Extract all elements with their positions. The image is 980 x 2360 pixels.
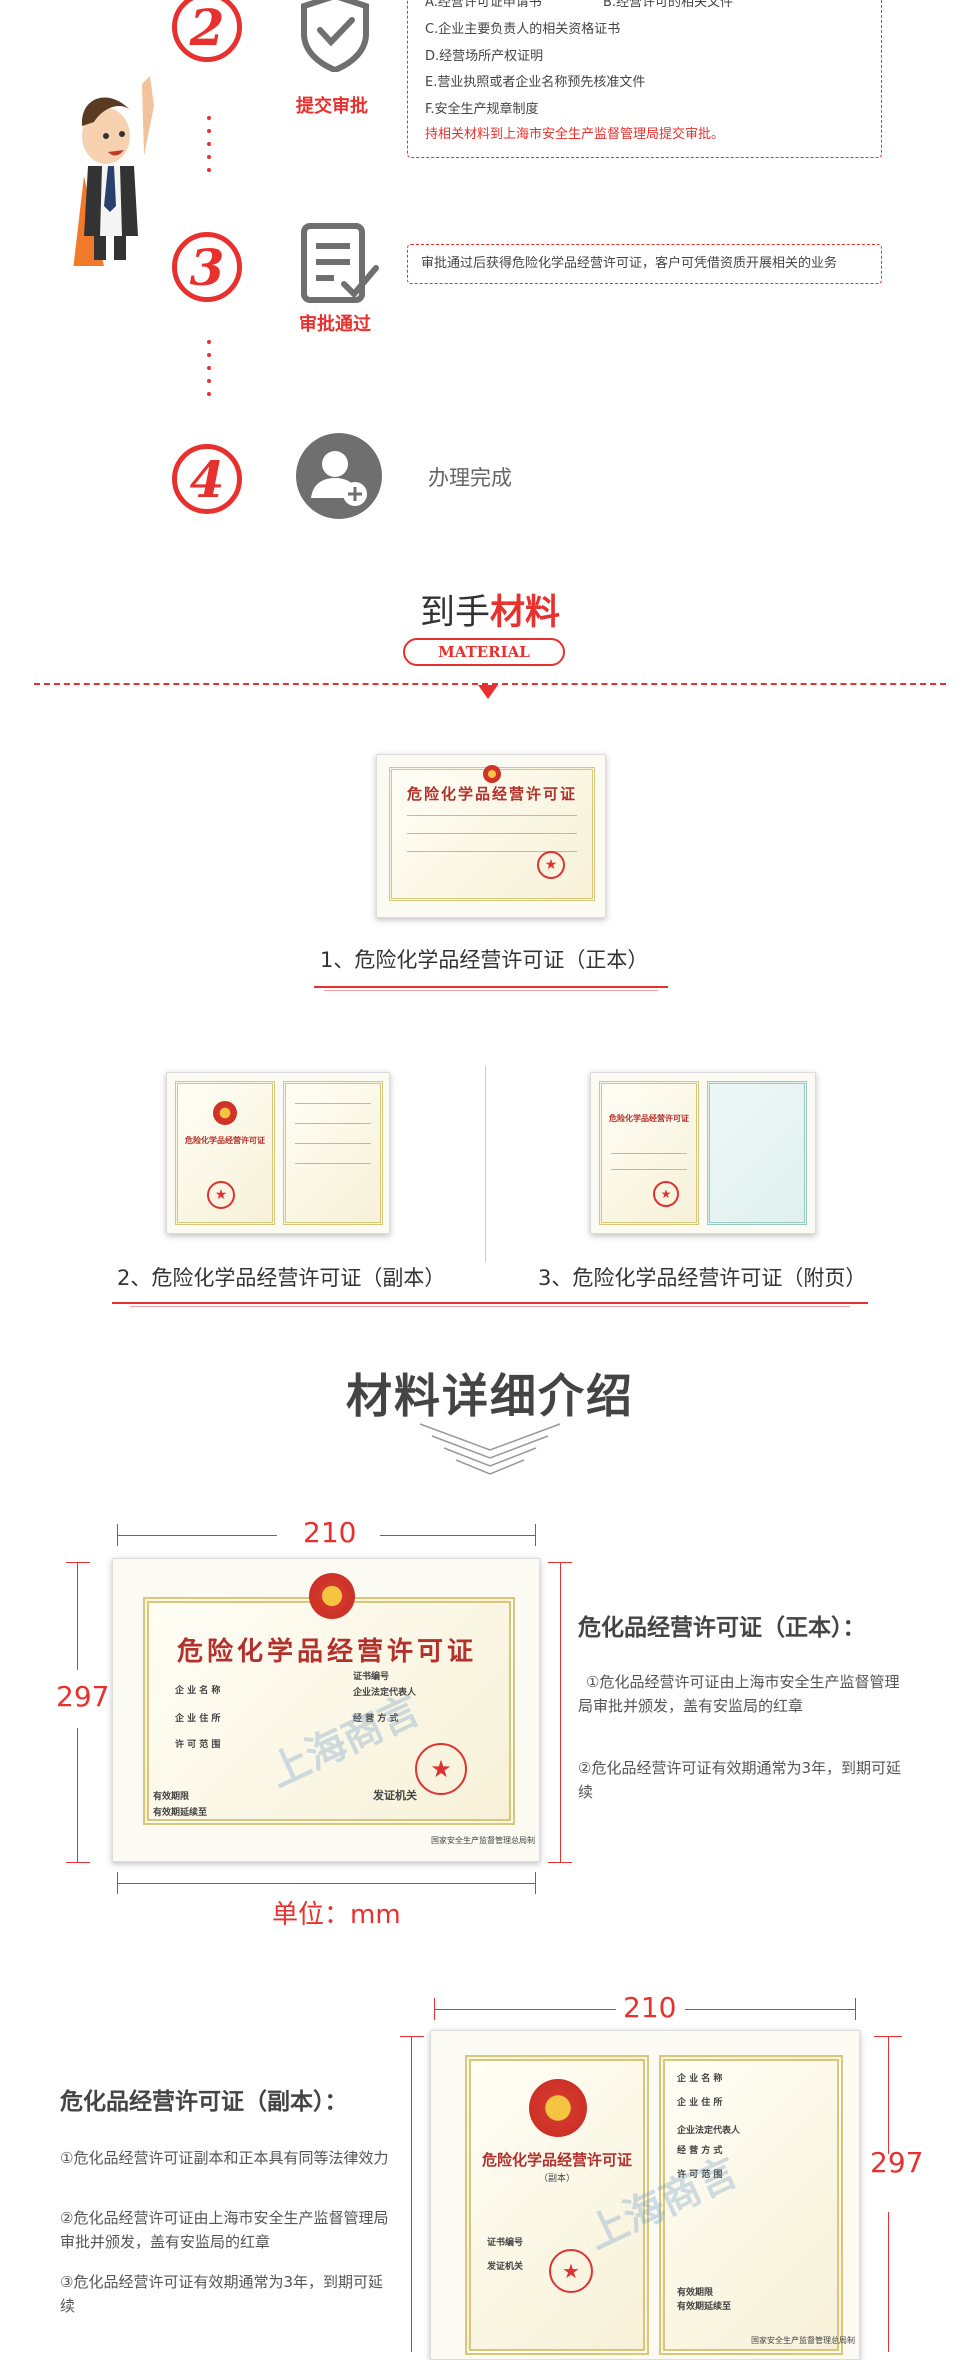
field-term: 有效期延续至 (153, 1808, 208, 1818)
certificate-original-large-title: 危险化学品经营许可证 (176, 1637, 477, 1667)
deputy-desc-p2: ②危化品经营许可证由上海市安全生产监督管理局审批并颁发，盖有安监局的红章 (60, 2209, 389, 2251)
step-4-caption: 办理完成 (428, 466, 512, 490)
material-divider (34, 683, 946, 685)
step-dots-2 (207, 340, 211, 405)
deputy-desc-p3: ③危化品经营许可证有效期通常为3年，到期可延续 (60, 2273, 383, 2315)
step-2-caption: 提交审批 (296, 96, 368, 117)
certificate-deputy-large-sub: （副本） (539, 2174, 576, 2184)
deputy-field-valid: 有效期限 (677, 2288, 714, 2298)
certificate-deputy-thumb[interactable]: 危险化学品经营许可证 ★ (166, 1072, 390, 1234)
deputy-field-issuer: 发证机关 (487, 2262, 524, 2272)
deputy-desc-title: 危化品经营许可证（副本）： (60, 2089, 348, 2115)
national-emblem-icon-deputy (529, 2079, 587, 2137)
down-arrow-icon (478, 685, 498, 699)
thumb-divider (485, 1066, 486, 1262)
official-stamp-icon: ★ (537, 851, 565, 879)
caption-underline-1b (324, 990, 658, 991)
deputy-field-legal: 企业法定代表人 (677, 2126, 741, 2136)
document-check-icon (300, 222, 382, 308)
material-b: B.经营许可的相关文件 (603, 0, 734, 10)
field-company: 企 业 名 称 (175, 1686, 221, 1696)
step-3-caption: 审批通过 (299, 314, 371, 335)
field-legal: 企业法定代表人 (353, 1688, 417, 1698)
dimension-height-2: 297 (870, 2146, 924, 2179)
original-desc-p2: ②危化品经营许可证有效期通常为3年，到期可延续 (578, 1759, 901, 1801)
certificate-attach-thumb[interactable]: 危险化学品经营许可证 ★ (590, 1072, 816, 1234)
dimension-unit: 单位：mm (272, 1900, 401, 1930)
dimension-width-2: 210 (623, 1991, 677, 2024)
deputy-desc-p1: ①危化品经营许可证副本和正本具有同等法律效力 (60, 2149, 389, 2167)
material-e: E.营业执照或者企业名称预先核准文件 (425, 75, 646, 90)
certificate-attach-thumb-title: 危险化学品经营许可证 (609, 1114, 689, 1123)
field-number: 证书编号 (353, 1672, 390, 1682)
material-title-plain: 到手 (419, 593, 490, 633)
certificate-deputy-thumb-title: 危险化学品经营许可证 (185, 1136, 265, 1145)
field-address: 企 业 住 所 (175, 1714, 221, 1724)
deputy-field-address: 企 业 住 所 (677, 2098, 723, 2108)
approval-box (407, 244, 882, 284)
national-emblem-icon-2 (213, 1101, 237, 1125)
caption-underline-1 (314, 986, 668, 988)
material-title: 到手材料 (0, 584, 980, 635)
material-f: F.安全生产规章制度 (425, 102, 539, 117)
step-dots-1 (207, 116, 211, 181)
shield-check-icon (298, 0, 372, 74)
step-3-number: 3 (172, 232, 242, 302)
materials-box (407, 0, 882, 158)
original-desc-title: 危化品经营许可证（正本）： (578, 1615, 866, 1641)
material-d: D.经营场所产权证明 (425, 49, 544, 64)
deputy-field-mode: 经 营 方 式 (677, 2146, 723, 2156)
approval-text: 审批通过后获得危险化学品经营许可证，客户可凭借资质开展相关的业务 (421, 256, 838, 271)
certificate-original-caption: 1、危险化学品经营许可证（正本） (320, 948, 649, 972)
material-badge: MATERIAL (403, 638, 565, 666)
original-desc-p1: ①危化品经营许可证由上海市安全生产监督管理局审批并颁发，盖有安监局的红章 (578, 1673, 900, 1715)
certificate-original-thumb[interactable]: 危险化学品经营许可证 ★ (376, 754, 606, 918)
issuer-footer: 国家安全生产监督管理总局制 (431, 1836, 535, 1845)
field-scope: 许 可 范 围 (175, 1740, 221, 1750)
detail-title: 材料详细介绍 (346, 1369, 634, 1423)
official-stamp-icon-large: ★ (415, 1743, 467, 1795)
caption-underline-2 (112, 1302, 868, 1304)
dimension-height-1: 297 (56, 1680, 110, 1713)
step-4-number: 4 (172, 444, 242, 514)
material-c: C.企业主要负责人的相关资格证书 (425, 22, 621, 37)
material-title-bold: 材料 (490, 593, 561, 633)
caption-underline-2b (130, 1306, 850, 1307)
official-stamp-icon-deputy: ★ (549, 2249, 593, 2293)
certificate-deputy-large-title: 危险化学品经营许可证 (481, 2151, 632, 2169)
official-stamp-icon-2: ★ (207, 1181, 235, 1209)
material-note: 持相关材料到上海市安全生产监督管理局提交审批。 (425, 127, 725, 142)
step-2: 2 提交审批 A.经营许可证申请书 B.经营许可的相关文件 C.企业主要负责人的… (0, 0, 980, 158)
certificate-original-large[interactable]: 危险化学品经营许可证 证书编号 企 业 名 称 企业法定代表人 企 业 住 所 … (112, 1558, 540, 1862)
certificate-original-thumb-title: 危险化学品经营许可证 (406, 785, 577, 803)
deputy-field-term: 有效期延续至 (677, 2302, 732, 2312)
national-emblem-icon-large (309, 1573, 355, 1619)
step-2-number: 2 (172, 0, 242, 62)
field-issuer: 发证机关 (373, 1789, 417, 1802)
material-a: A.经营许可证申请书 (425, 0, 542, 10)
deputy-field-number: 证书编号 (487, 2238, 524, 2248)
certificate-deputy-caption: 2、危险化学品经营许可证（副本） (117, 1266, 446, 1290)
mascot-illustration (64, 66, 160, 296)
certificate-attach-caption: 3、危险化学品经营许可证（附页） (538, 1266, 867, 1290)
field-valid: 有效期限 (153, 1792, 190, 1802)
national-emblem-icon (483, 765, 501, 783)
chevron-down-icon (418, 1420, 562, 1484)
deputy-field-scope: 许 可 范 围 (677, 2170, 723, 2180)
deputy-issuer-footer: 国家安全生产监督管理总局制 (751, 2336, 855, 2345)
dimension-width-1: 210 (303, 1516, 357, 1549)
certificate-deputy-large[interactable]: 危险化学品经营许可证 （副本） 证书编号 发证机关 ★ 企 业 名 称 企 业 … (430, 2030, 860, 2360)
official-stamp-icon-3: ★ (653, 1181, 679, 1207)
user-add-icon (295, 432, 383, 520)
field-mode: 经 营 方 式 (353, 1714, 399, 1724)
deputy-field-company: 企 业 名 称 (677, 2074, 723, 2084)
